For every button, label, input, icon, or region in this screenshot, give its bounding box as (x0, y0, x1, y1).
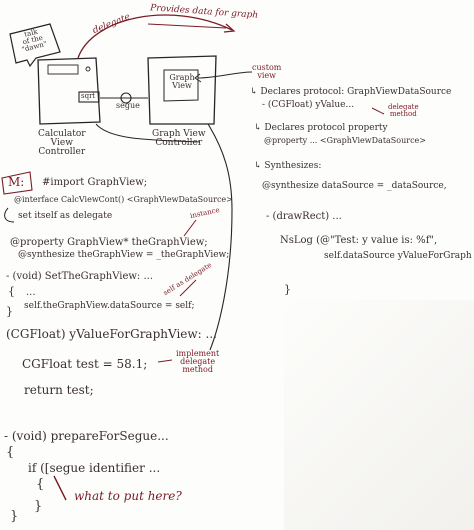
instance-arrow (183, 219, 197, 237)
if-close-brace: } (34, 499, 43, 514)
segue-label: segue (116, 101, 140, 110)
return-test-line: return test; (24, 383, 94, 397)
calculator-screen (47, 64, 79, 75)
drawrect-close-brace: } (284, 283, 291, 296)
nslog-args-line: self.dataSource yValueForGraph (324, 251, 472, 261)
sqrt-button-label: sqrt (81, 92, 96, 100)
prepare-open-brace: { (6, 445, 15, 460)
set-method-open-brace: { (8, 285, 15, 298)
synthesizes-line: ↳ Synthesizes: (254, 161, 322, 171)
delegate-arrowhead (223, 23, 236, 33)
curve-from-calculator (95, 123, 201, 143)
set-method-close-brace: } (6, 305, 13, 318)
note-line: delegate (388, 103, 419, 111)
paper-shadow (284, 300, 474, 530)
custom-view-line: custom (252, 63, 282, 72)
if-segue-identifier-line: if ([segue identifier ... (28, 461, 161, 475)
calculator-sqrt-button-outline (78, 91, 100, 103)
graph-view-inner-label: Graph View (169, 73, 195, 90)
implement-arrow (157, 359, 173, 363)
nslog-line: NsLog (@"Test: y value is: %f", (280, 235, 438, 246)
caption-line: Calculator (38, 129, 86, 139)
question-arrow (53, 475, 67, 501)
if-open-brace: { (36, 477, 45, 492)
delegate-method-note: delegate method (388, 104, 419, 118)
interface-line: @interface CalcViewCont() <GraphViewData… (14, 195, 233, 204)
synthesize-line: @synthesize theGraphView = _theGraphView… (18, 250, 230, 260)
caption-line: Controller (155, 138, 203, 148)
declares-protocol-line: ↳ Declares protocol: GraphViewDataSource (250, 87, 452, 97)
custom-view-arrow (197, 71, 253, 79)
curve-to-right-notes (207, 123, 233, 351)
property-declaration-line: @property ... <GraphViewDataSource> (264, 136, 426, 145)
yvalue-signature-line: - (CGFloat) yValue... (262, 100, 355, 110)
m-label-box (1, 171, 33, 195)
segue-circle (120, 92, 132, 104)
declares-property-line: ↳ Declares protocol property (254, 123, 388, 133)
set-method-dots: ... (26, 287, 36, 298)
prepare-for-segue-method: - (void) prepareForSegue... (4, 429, 169, 443)
calculator-body-outline (37, 57, 101, 125)
cgfloat-test-line: CGFloat test = 58.1; (22, 357, 148, 371)
draw-rect-line: - (drawRect) ... (266, 211, 342, 222)
custom-view-label: custom view (252, 64, 281, 80)
note-line: delegate (180, 357, 216, 366)
caption-line: Graph View (152, 129, 206, 139)
self-delegate-arrow (179, 279, 197, 297)
delegate-arrow (77, 14, 233, 59)
calculator-dot (85, 66, 91, 72)
set-graph-view-method: - (void) SetTheGraphView: ... (6, 271, 154, 282)
graph-controller-caption: Graph View Controller (152, 130, 206, 148)
import-line: #import GraphView; (42, 177, 148, 188)
m-file-label: M: (8, 175, 25, 189)
calculator-caption: Calculator View Controller (38, 130, 86, 157)
synthesize-datasource-line: @synthesize dataSource = _dataSource, (262, 181, 447, 191)
graph-view-inner-box (163, 69, 199, 102)
yvalue-method: (CGFloat) yValueForGraphView: ... (6, 327, 217, 341)
implement-note: implement delegate method (176, 350, 219, 374)
custom-view-line: view (257, 71, 277, 80)
delegate-method-arrow (371, 107, 385, 115)
set-datasource-line: self.theGraphView.dataSource = self; (24, 301, 195, 311)
set-itself-arrow (4, 207, 15, 223)
set-itself-note: set itself as delegate (18, 211, 113, 221)
what-to-put-here-note: what to put here? (74, 489, 182, 503)
caption-line: View (50, 138, 73, 148)
prepare-close-brace: } (10, 509, 19, 524)
note-line: method (389, 110, 417, 118)
property-line: @property GraphView* theGraphView; (10, 237, 208, 248)
note-line: method (182, 365, 213, 374)
provides-data-underline (147, 23, 227, 29)
graph-controller-outline (147, 55, 217, 125)
note-line: implement (176, 349, 220, 358)
caption-line: Controller (38, 147, 86, 157)
custom-view-arrowhead (194, 73, 202, 83)
speech-bubble (9, 23, 61, 68)
